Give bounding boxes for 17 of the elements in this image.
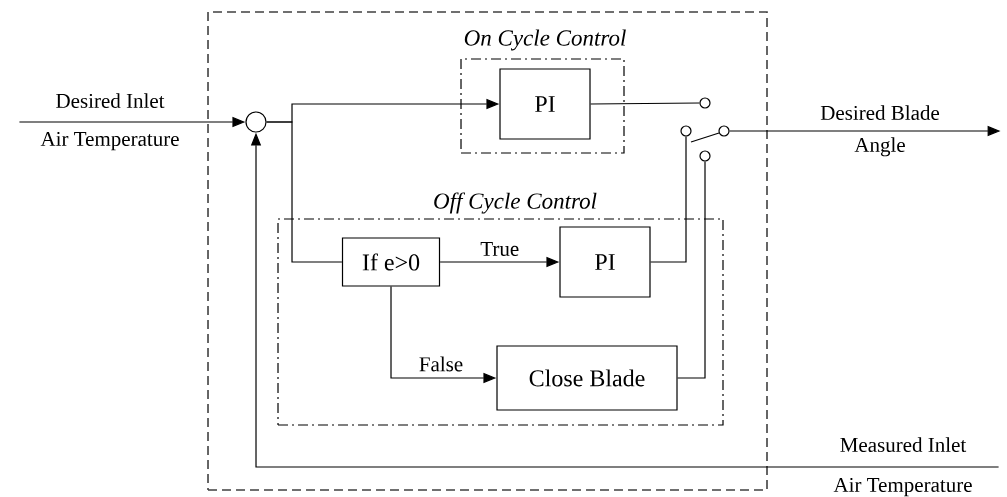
summing-junction xyxy=(245,111,267,133)
switch-contact xyxy=(718,125,730,137)
signal-label: Measured Inlet Air Temperature xyxy=(833,437,972,497)
edge-label: True xyxy=(479,241,521,257)
switch-contact xyxy=(680,125,692,137)
node-label: Off Cycle Control xyxy=(434,192,597,214)
signal-label: Desired Blade Angle xyxy=(820,105,940,157)
edge-label: False xyxy=(417,355,465,373)
block-box: PI xyxy=(559,226,651,298)
block-box: If e>0 xyxy=(341,237,441,287)
switch-contact xyxy=(699,150,711,162)
switch-contact xyxy=(699,97,711,109)
dashed-frame xyxy=(207,11,768,491)
block-box: PI xyxy=(499,68,591,140)
signal-label: Desired Inlet Air Temperature xyxy=(40,93,179,151)
node-label: On Cycle Control xyxy=(464,29,626,51)
block-box: Close Blade xyxy=(496,345,678,411)
